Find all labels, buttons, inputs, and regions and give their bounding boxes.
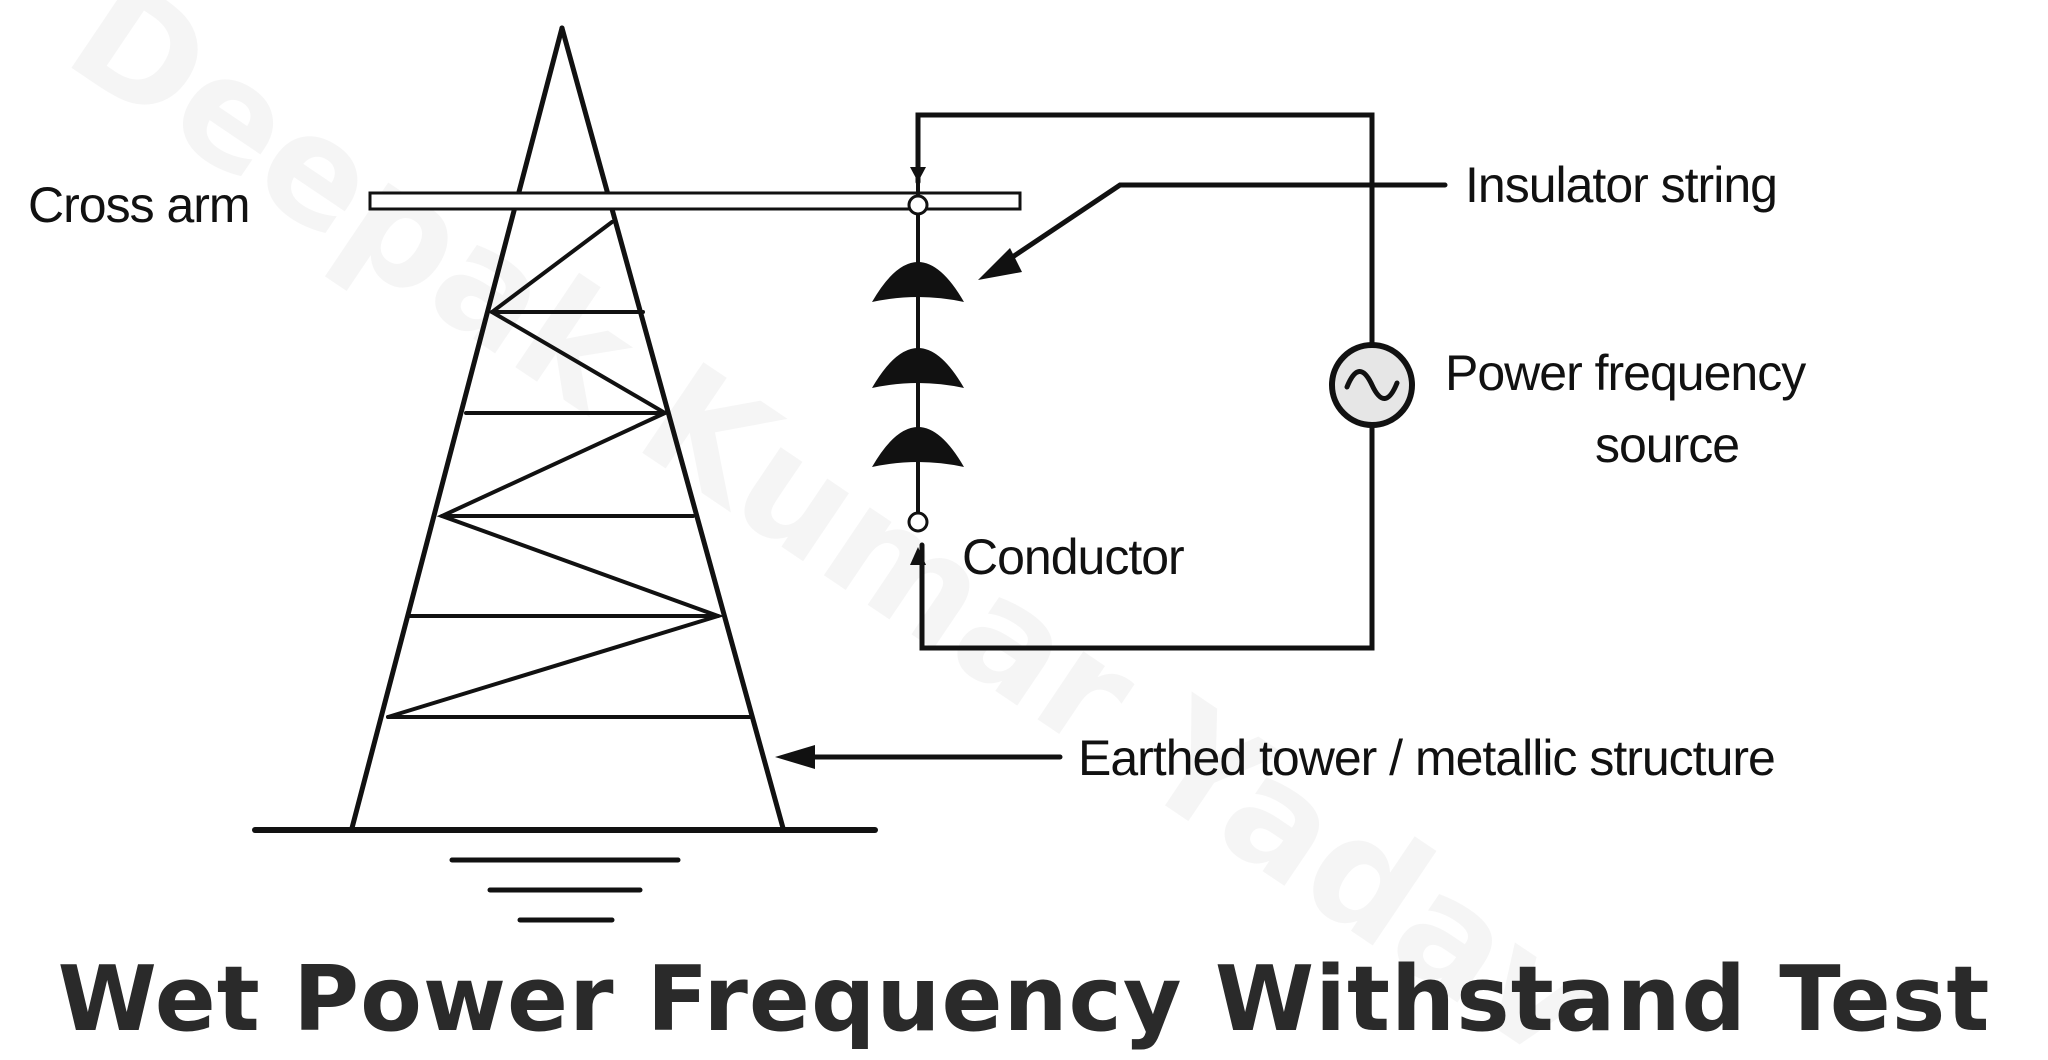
insulator-string-label: Insulator string <box>1465 157 1777 213</box>
earthed-tower <box>252 25 878 833</box>
ground-icon <box>449 857 681 923</box>
insulator-string <box>872 262 964 467</box>
ac-source-icon <box>1329 342 1415 428</box>
cross-arm <box>368 191 1022 211</box>
conductor-terminal <box>907 511 929 533</box>
cross-arm-label: Cross arm <box>28 177 250 233</box>
tower-pointer-arrow <box>775 745 1063 769</box>
top-terminal <box>907 194 929 216</box>
earthed-tower-label: Earthed tower / metallic structure <box>1078 730 1775 786</box>
conductor-label: Conductor <box>962 529 1184 585</box>
diagram-title: Wet Power Frequency Withstand Test <box>58 947 1991 1052</box>
conductor-arrow <box>910 547 926 565</box>
insulator-disc <box>872 262 964 302</box>
power-source-label-line2: source <box>1595 417 1739 473</box>
insulator-disc <box>872 348 964 388</box>
insulator-disc <box>872 427 964 467</box>
power-source-label-line1: Power frequency <box>1445 345 1806 401</box>
insulator-pointer-arrow <box>978 182 1448 280</box>
top-terminal-arrow <box>910 167 926 182</box>
watermark: Deepak Kumar Yadav <box>40 0 1625 1060</box>
